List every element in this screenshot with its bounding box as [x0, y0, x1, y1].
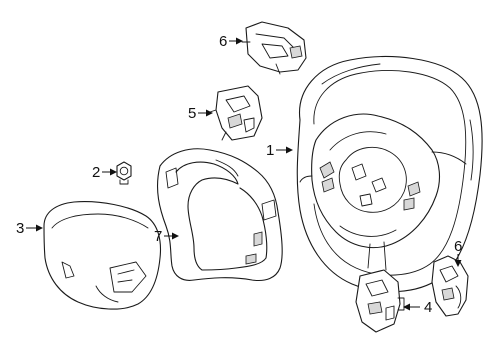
bolt — [116, 161, 132, 185]
callout-1: 1 — [266, 142, 293, 159]
callout-5: 5 — [188, 105, 213, 122]
svg-text:6: 6 — [219, 33, 227, 50]
svg-text:4: 4 — [424, 299, 432, 316]
svg-text:3: 3 — [16, 220, 24, 237]
callout-6-top: 6 — [219, 33, 243, 50]
callout-7: 7 — [154, 228, 179, 245]
airbag — [43, 201, 162, 310]
callout-3: 3 — [16, 220, 43, 237]
svg-text:6: 6 — [454, 238, 462, 255]
steering-wheel — [296, 56, 483, 293]
switch-lower-right — [355, 269, 405, 333]
svg-text:7: 7 — [154, 228, 162, 245]
switch-left — [209, 85, 263, 141]
svg-text:2: 2 — [92, 164, 100, 181]
module-top — [241, 21, 307, 75]
bezel — [157, 148, 283, 282]
module-right — [431, 255, 469, 317]
callout-2: 2 — [92, 164, 117, 181]
callout-4: 4 — [403, 299, 432, 316]
svg-text:1: 1 — [266, 142, 274, 159]
svg-text:5: 5 — [188, 105, 196, 122]
callout-6-right: 6 — [454, 238, 462, 267]
